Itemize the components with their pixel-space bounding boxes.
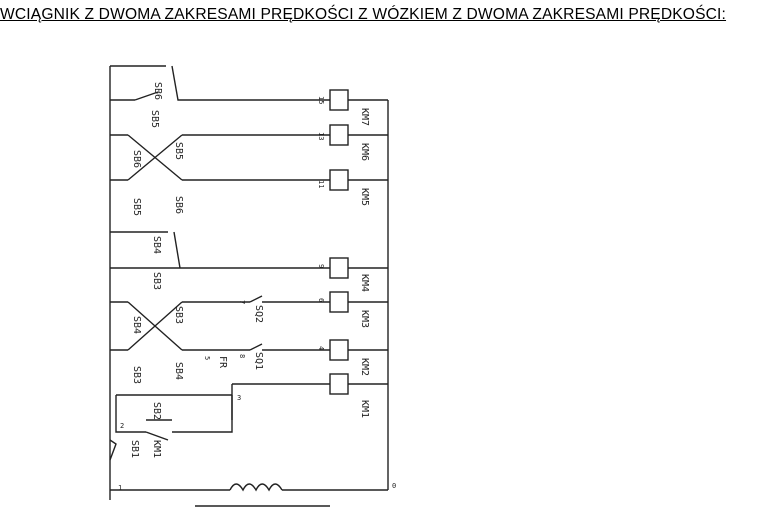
km3-coil [329, 291, 349, 313]
sb1-label: SB1 [129, 440, 140, 458]
node-5: 5 [203, 356, 211, 360]
sb3-interlock-label-2: SB3 [131, 366, 142, 384]
km1-coil [329, 373, 349, 395]
sb5-interlock-label-2: SB5 [131, 198, 142, 216]
interlock-cross-bottom [127, 301, 183, 351]
km3-label: KM3 [359, 310, 370, 328]
transformer-coil [229, 483, 283, 492]
sb3-top-label: SB3 [151, 272, 162, 290]
node-15: 15 [317, 96, 325, 104]
node-6: 6 [317, 298, 325, 302]
sb3-interlock-label-1: SB3 [173, 306, 184, 324]
sb6-top-contact [110, 91, 159, 101]
sb5-top-label: SB5 [149, 110, 160, 128]
sq2-label: SQ2 [253, 305, 264, 323]
node-4: 4 [317, 346, 325, 350]
sq1-contact [249, 343, 263, 351]
node-8: 8 [238, 354, 246, 358]
sb4-top-label: SB4 [151, 236, 162, 254]
node-2: 2 [120, 422, 124, 430]
node-7: 7 [238, 300, 246, 304]
km7-coil [329, 89, 349, 111]
fr-label: FR [217, 356, 228, 369]
sb4-interlock-label-2: SB4 [173, 362, 184, 380]
sb6-interlock-label-1: SB6 [131, 150, 142, 168]
km5-coil [329, 169, 349, 191]
sb1-contact [109, 439, 117, 461]
row-sb4-wire [110, 231, 181, 269]
node-13: 13 [317, 132, 325, 140]
km4-coil [329, 257, 349, 279]
km2-coil [329, 339, 349, 361]
sb5-interlock-label-1: SB5 [173, 142, 184, 160]
km1-contact-label: KM1 [151, 440, 162, 458]
km4-label: KM4 [359, 274, 370, 292]
sb4-interlock-label-1: SB4 [131, 316, 142, 334]
row-km7-wire [110, 65, 330, 101]
page-title: WCIĄGNIK Z DWOMA ZAKRESAMI PRĘDKOŚCI Z W… [0, 6, 727, 23]
km1-coil-label: KM1 [359, 400, 370, 418]
interlock-cross-top [127, 134, 183, 181]
km2-label: KM2 [359, 358, 370, 376]
sb6-interlock-label-2: SB6 [173, 196, 184, 214]
km6-coil [329, 124, 349, 146]
sq2-contact [249, 295, 263, 303]
node-9: 9 [317, 264, 325, 268]
node-1: 1 [118, 484, 122, 492]
sq1-label: SQ1 [253, 352, 264, 370]
node-3: 3 [237, 394, 241, 402]
km1-holding-contact [145, 431, 169, 441]
km5-label: KM5 [359, 188, 370, 206]
km6-label: KM6 [359, 143, 370, 161]
sb2-label: SB2 [151, 402, 162, 420]
node-11: 11 [317, 180, 325, 188]
km7-label: KM7 [359, 108, 370, 126]
sb6-top-label: SB6 [152, 82, 163, 100]
node-0: 0 [392, 482, 396, 490]
sb2-loop-wire [115, 394, 233, 433]
